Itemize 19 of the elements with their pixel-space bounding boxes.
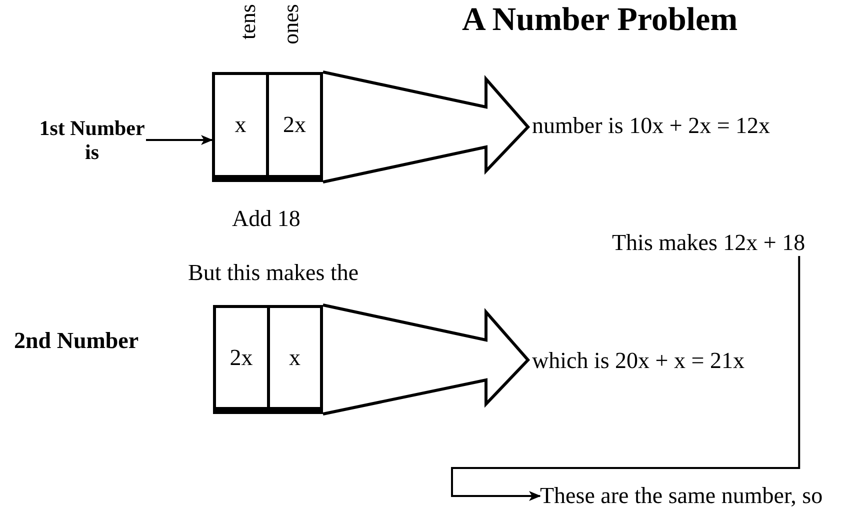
equation-text: number is 10x + 2x = 12x [532, 113, 770, 139]
step-text: But this makes the [188, 260, 359, 286]
equation-text: This makes 12x + 18 [612, 230, 806, 256]
number-label: 2nd Number [14, 328, 139, 354]
digit-box [212, 72, 323, 182]
arrow [146, 135, 213, 145]
digit-cell-text: x [234, 111, 248, 139]
step-text: Add 18 [232, 206, 300, 232]
arrow [451, 256, 800, 501]
statement-text: These are the same number, so [540, 483, 823, 508]
digit-box [213, 305, 323, 414]
digit-cell-text: 2x [228, 344, 254, 372]
digit-cell: 2x [266, 75, 320, 175]
equation-text: which is 20x + x = 21x [532, 348, 744, 374]
number-label: 1st Number is [38, 116, 146, 164]
diagram-title: A Number Problem [462, 2, 738, 38]
digit-cell: x [266, 308, 320, 407]
column-heading: tens [236, 4, 260, 40]
column-heading: ones [279, 4, 303, 44]
